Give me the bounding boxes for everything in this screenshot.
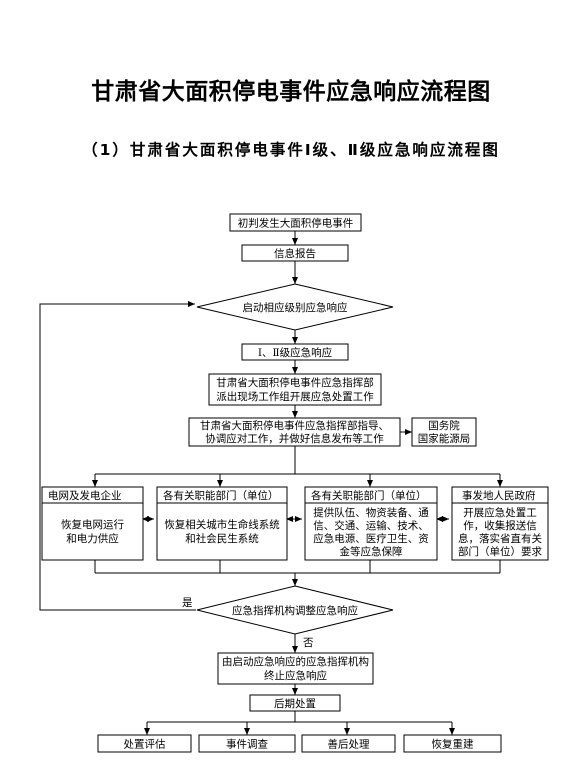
node-dept-lifeline: 各有关职能部门（单位） 恢复相关城市生命线系统 和社会民生系统 — [156, 486, 288, 561]
svg-text:恢复电网运行: 恢复电网运行 — [61, 518, 124, 531]
svg-text:国家能源局: 国家能源局 — [418, 432, 471, 445]
svg-text:启动相应级别应急响应: 启动相应级别应急响应 — [243, 301, 348, 314]
svg-text:部门（单位）要求: 部门（单位）要求 — [458, 545, 542, 558]
node-dept-support: 各有关职能部门（单位） 提供队伍、物资装备、通 信、交通、运输、技术、 应急电源… — [304, 486, 438, 561]
svg-text:善后处理: 善后处理 — [328, 738, 370, 751]
svg-text:开展应急处置工: 开展应急处置工 — [463, 506, 537, 519]
svg-text:由启动应急响应的应急指挥机构: 由启动应急响应的应急指挥机构 — [222, 655, 369, 668]
svg-text:甘肃省大面积停电事件应急指挥部: 甘肃省大面积停电事件应急指挥部 — [216, 376, 374, 389]
svg-text:事发地人民政府: 事发地人民政府 — [462, 489, 536, 502]
node-after-disposal: 后期处置 — [249, 694, 341, 712]
page-subtitle: （1）甘肃省大面积停电事件Ⅰ级、Ⅱ级应急响应流程图 — [82, 141, 500, 159]
label-no: 否 — [303, 637, 314, 649]
svg-text:事件调查: 事件调查 — [226, 738, 268, 751]
svg-text:协调应对工作，并做好信息发布等工作: 协调应对工作，并做好信息发布等工作 — [205, 432, 384, 445]
node-report: 信息报告 — [241, 244, 349, 262]
svg-text:甘肃省大面积停电事件应急指挥部指导、: 甘肃省大面积停电事件应急指挥部指导、 — [200, 419, 389, 432]
node-rebuild: 恢复重建 — [403, 734, 502, 753]
node-initial: 初判发生大面积停电事件 — [229, 213, 362, 232]
svg-text:恢复相关城市生命线系统: 恢复相关城市生命线系统 — [164, 518, 280, 531]
svg-text:处置评估: 处置评估 — [124, 738, 166, 751]
svg-text:国务院: 国务院 — [428, 419, 460, 432]
svg-text:恢复重建: 恢复重建 — [432, 738, 474, 751]
svg-text:Ⅰ、Ⅱ级应急响应: Ⅰ、Ⅱ级应急响应 — [258, 346, 333, 359]
page-title: 甘肃省大面积停电事件应急响应流程图 — [91, 79, 491, 105]
svg-text:作，收集报送信: 作，收集报送信 — [463, 519, 537, 532]
svg-text:各有关职能部门（单位）: 各有关职能部门（单位） — [311, 489, 427, 502]
svg-text:信、交通、运输、技术、: 信、交通、运输、技术、 — [313, 519, 429, 532]
svg-text:应急电源、医疗卫生、资: 应急电源、医疗卫生、资 — [313, 532, 429, 545]
label-yes: 是 — [182, 597, 193, 609]
svg-text:终止应急响应: 终止应急响应 — [264, 669, 327, 682]
node-guidance: 甘肃省大面积停电事件应急指挥部指导、 协调应对工作，并做好信息发布等工作 — [188, 417, 401, 447]
decision-start-response: 启动相应级别应急响应 — [196, 283, 394, 331]
node-headquarters: 甘肃省大面积停电事件应急指挥部 派出现场工作组开展应急处置工作 — [208, 373, 382, 406]
svg-text:电网及发电企业: 电网及发电企业 — [48, 489, 122, 502]
svg-text:息，落实省直有关: 息，落实省直有关 — [458, 532, 542, 545]
svg-text:和社会民生系统: 和社会民生系统 — [185, 532, 259, 545]
node-evaluation: 处置评估 — [97, 734, 192, 753]
node-state-council: 国务院 国家能源局 — [411, 417, 477, 447]
svg-text:派出现场工作组开展应急处置工作: 派出现场工作组开展应急处置工作 — [216, 390, 374, 403]
node-investigation: 事件调查 — [198, 734, 296, 753]
node-terminate: 由启动应急响应的应急指挥机构 终止应急响应 — [217, 652, 374, 685]
svg-text:信息报告: 信息报告 — [274, 247, 316, 260]
svg-text:提供队伍、物资装备、通: 提供队伍、物资装备、通 — [313, 506, 429, 519]
svg-text:初判发生大面积停电事件: 初判发生大面积停电事件 — [238, 217, 354, 230]
node-local-government: 事发地人民政府 开展应急处置工 作，收集报送信 息，落实省直有关 部门（单位）要… — [451, 486, 549, 561]
svg-text:应急指挥机构调整应急响应: 应急指挥机构调整应急响应 — [232, 604, 358, 617]
decision-adjust-response: 应急指挥机构调整应急响应 — [196, 585, 394, 635]
svg-text:后期处置: 后期处置 — [274, 698, 316, 710]
svg-text:各有关职能部门（单位）: 各有关职能部门（单位） — [163, 489, 279, 502]
svg-text:和电力供应: 和电力供应 — [66, 532, 119, 545]
svg-text:金等应急保障: 金等应急保障 — [340, 545, 403, 558]
node-aftermath: 善后处理 — [301, 734, 396, 753]
connectors — [39, 231, 503, 735]
node-level-response: Ⅰ、Ⅱ级应急响应 — [241, 343, 349, 361]
node-grid-enterprise: 电网及发电企业 恢复电网运行 和电力供应 — [41, 486, 144, 561]
